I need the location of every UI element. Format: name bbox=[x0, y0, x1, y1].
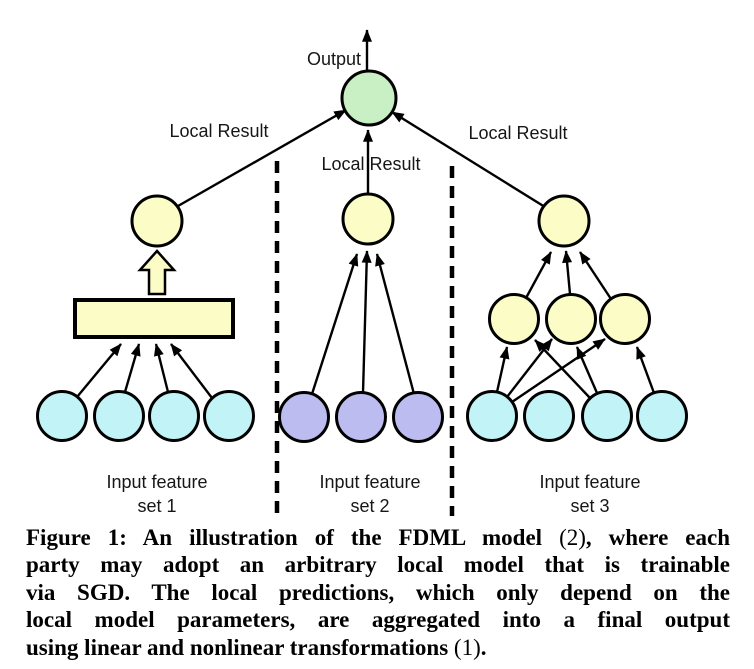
caption-line-4: local model parameters, are aggregated i… bbox=[26, 607, 730, 633]
party2-edge-1 bbox=[310, 253, 359, 395]
caption-text: , where each bbox=[585, 525, 731, 550]
output-label: Output bbox=[307, 49, 361, 69]
party1-edge-1 bbox=[76, 343, 122, 398]
party3-hidden-edge-3 bbox=[578, 251, 613, 300]
party2-label-line2: set 2 bbox=[350, 496, 389, 516]
party3-label-line2: set 3 bbox=[570, 496, 609, 516]
party3-hidden-edge-1 bbox=[524, 251, 553, 299]
party3-edge-c3-h2 bbox=[575, 346, 599, 394]
party3-hidden-node-3 bbox=[599, 293, 651, 345]
party2-label-line1: Input feature bbox=[319, 472, 420, 492]
party3-hidden-edge-2 bbox=[562, 250, 573, 295]
party1-input-node-2 bbox=[93, 390, 145, 442]
party3-edge-c1-h3 bbox=[511, 338, 606, 403]
party2-local-result-node bbox=[341, 192, 395, 246]
party1-input-node-4 bbox=[203, 390, 255, 442]
party3-edge-c4-h3 bbox=[635, 346, 656, 394]
party3-hidden-node-2 bbox=[545, 293, 597, 345]
caption-line-1: Figure 1: An illustration of the FDML mo… bbox=[26, 524, 730, 551]
caption-line-3: via SGD. The local predictions, which on… bbox=[26, 579, 730, 605]
party3-input-node-2 bbox=[523, 390, 575, 442]
local-result-label-middle: Local Result bbox=[321, 154, 420, 174]
party2-input-node-1 bbox=[278, 391, 330, 443]
fdml-figure: Output Local Result Local Result Local R… bbox=[36, 29, 688, 533]
local-result-label-right: Local Result bbox=[468, 123, 567, 143]
party3-edge-c1-h2 bbox=[506, 338, 553, 398]
caption-text: Figure 1: An illustration of the FDML mo… bbox=[26, 525, 560, 550]
party1-label-line1: Input feature bbox=[106, 472, 207, 492]
party1-model-box bbox=[73, 298, 235, 339]
equation-ref-2: (2) bbox=[559, 525, 586, 550]
party3-input-node-1 bbox=[466, 390, 518, 442]
party2-input-node-3 bbox=[392, 391, 444, 443]
caption-line-5: using linear and nonlinear transformatio… bbox=[26, 634, 730, 661]
party3-input-node-4 bbox=[636, 390, 688, 442]
local-result-label-left: Local Result bbox=[169, 121, 268, 141]
party1-input-node-3 bbox=[148, 390, 200, 442]
party3-edge-c1-h1 bbox=[495, 346, 510, 393]
party1-label-line2: set 1 bbox=[137, 496, 176, 516]
party1-input-node-1 bbox=[36, 390, 88, 442]
party3-hidden-node-1 bbox=[488, 293, 540, 345]
caption-line-2: party may adopt an arbitrary local model… bbox=[26, 552, 730, 578]
party3-edge-c3-h1 bbox=[534, 339, 591, 399]
output-node bbox=[340, 69, 398, 127]
party2-edge-3 bbox=[375, 253, 416, 395]
party3-local-result-node bbox=[537, 194, 591, 248]
party1-up-block-arrow-icon bbox=[137, 249, 177, 296]
party1-edge-2 bbox=[123, 343, 141, 393]
edge-local-result-left bbox=[177, 108, 347, 208]
party3-label-line1: Input feature bbox=[539, 472, 640, 492]
figure-caption: Figure 1: An illustration of the FDML mo… bbox=[26, 524, 730, 661]
edge-local-result-right bbox=[391, 110, 546, 209]
equation-ref-1: (1) bbox=[453, 634, 481, 660]
caption-text: using linear and nonlinear transformatio… bbox=[26, 634, 454, 660]
party2-edge-2 bbox=[361, 250, 372, 394]
caption-text: . bbox=[480, 634, 487, 660]
party3-input-node-3 bbox=[581, 390, 633, 442]
party1-local-result-node bbox=[130, 194, 184, 248]
party2-input-node-2 bbox=[335, 391, 387, 443]
party1-edge-3 bbox=[153, 343, 170, 393]
party1-edge-4 bbox=[170, 343, 213, 399]
